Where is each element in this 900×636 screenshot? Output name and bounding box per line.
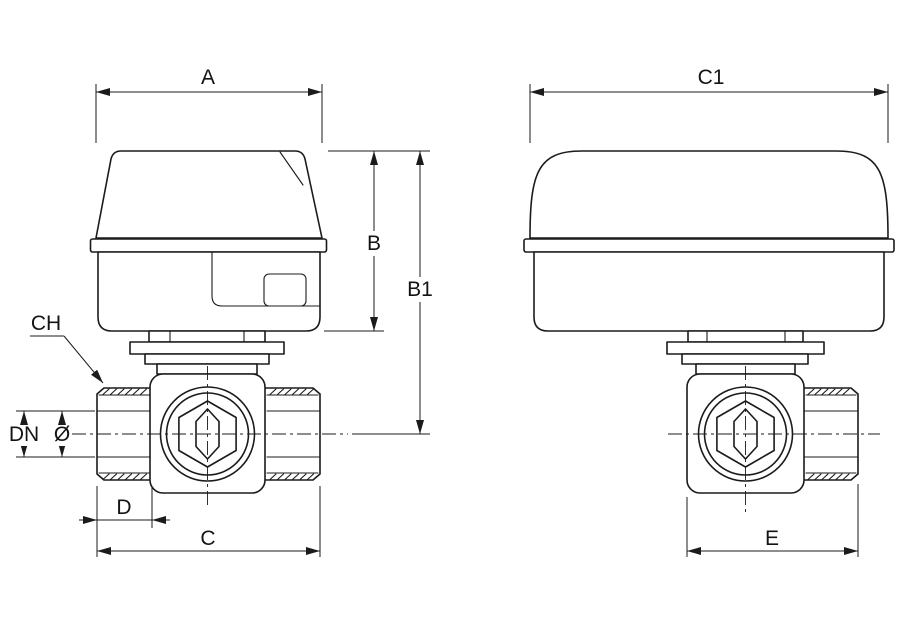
dimensions: A C1 B B1 CH (7, 66, 889, 557)
dimension-c: C (97, 486, 321, 557)
bracket-slab-3-side (681, 353, 809, 365)
dimension-b1: B1 (352, 151, 439, 435)
actuator-base-step (211, 251, 321, 307)
label-mask (360, 231, 388, 256)
leader-line (63, 335, 104, 384)
front-view (89, 150, 328, 494)
dimension-dn: DN (7, 410, 95, 458)
actuator-terminal-cover (263, 273, 307, 307)
actuator-flange-front (89, 238, 328, 253)
front-mounting-bracket (129, 330, 285, 375)
actuator-base-front (97, 251, 321, 332)
label-mask (7, 425, 41, 446)
actuator-cover-front (95, 150, 323, 239)
front-actuator (89, 150, 328, 332)
dimension-ch: CH (30, 312, 104, 384)
port-left-thread-hatch (102, 388, 148, 481)
bracket-slab-2-side (666, 341, 825, 355)
center-lines (72, 366, 880, 512)
dimension-c1: C1 (529, 66, 889, 143)
label-mask (52, 425, 72, 446)
port-left-bore-lines (96, 410, 151, 458)
port-left-thread-roots (98, 394, 151, 474)
front-valve-body (96, 373, 321, 494)
dimension-label-dn: DN (9, 423, 39, 446)
bracket-ticks (169, 330, 245, 343)
port-side-bore-lines (803, 410, 859, 458)
side-valve-body (686, 373, 859, 494)
port-right-thread-hatch (269, 388, 315, 481)
port-side-thread-hatch (807, 388, 850, 481)
dimension-label-b1: B1 (407, 278, 433, 301)
dimension-label-e: E (765, 527, 779, 550)
bracket-neck (156, 363, 258, 375)
dimension-label-d: D (116, 496, 131, 519)
dimension-b: B (324, 150, 430, 332)
side-view (523, 150, 895, 494)
port-right-bore-lines (266, 410, 321, 458)
dimension-label-a: A (201, 66, 215, 89)
actuator-cover-side (529, 150, 889, 239)
bracket-slab-2 (129, 341, 285, 355)
dimension-a: A (95, 66, 323, 143)
bracket-slab-3 (144, 353, 270, 365)
dimension-label-diameter: Ø (54, 423, 70, 446)
dimension-d: D (79, 486, 170, 557)
actuator-flange-side (523, 238, 895, 253)
bracket-slab-1 (148, 330, 266, 343)
port-side-thread-roots (805, 394, 857, 474)
label-mask (401, 277, 439, 302)
actuator-base-side (533, 251, 885, 332)
actuator-cover-chamfer-edge (279, 151, 304, 186)
bracket-slab-1-side (687, 330, 804, 343)
dimension-e: E (686, 484, 859, 557)
dimension-label-ch: CH (31, 312, 61, 335)
side-actuator (523, 150, 895, 332)
dimension-label-c: C (200, 527, 215, 550)
dimension-diameter: Ø (52, 411, 72, 457)
dimension-label-c1: C1 (698, 66, 725, 89)
dimension-label-b: B (367, 232, 381, 255)
bracket-ticks-side (706, 330, 786, 343)
